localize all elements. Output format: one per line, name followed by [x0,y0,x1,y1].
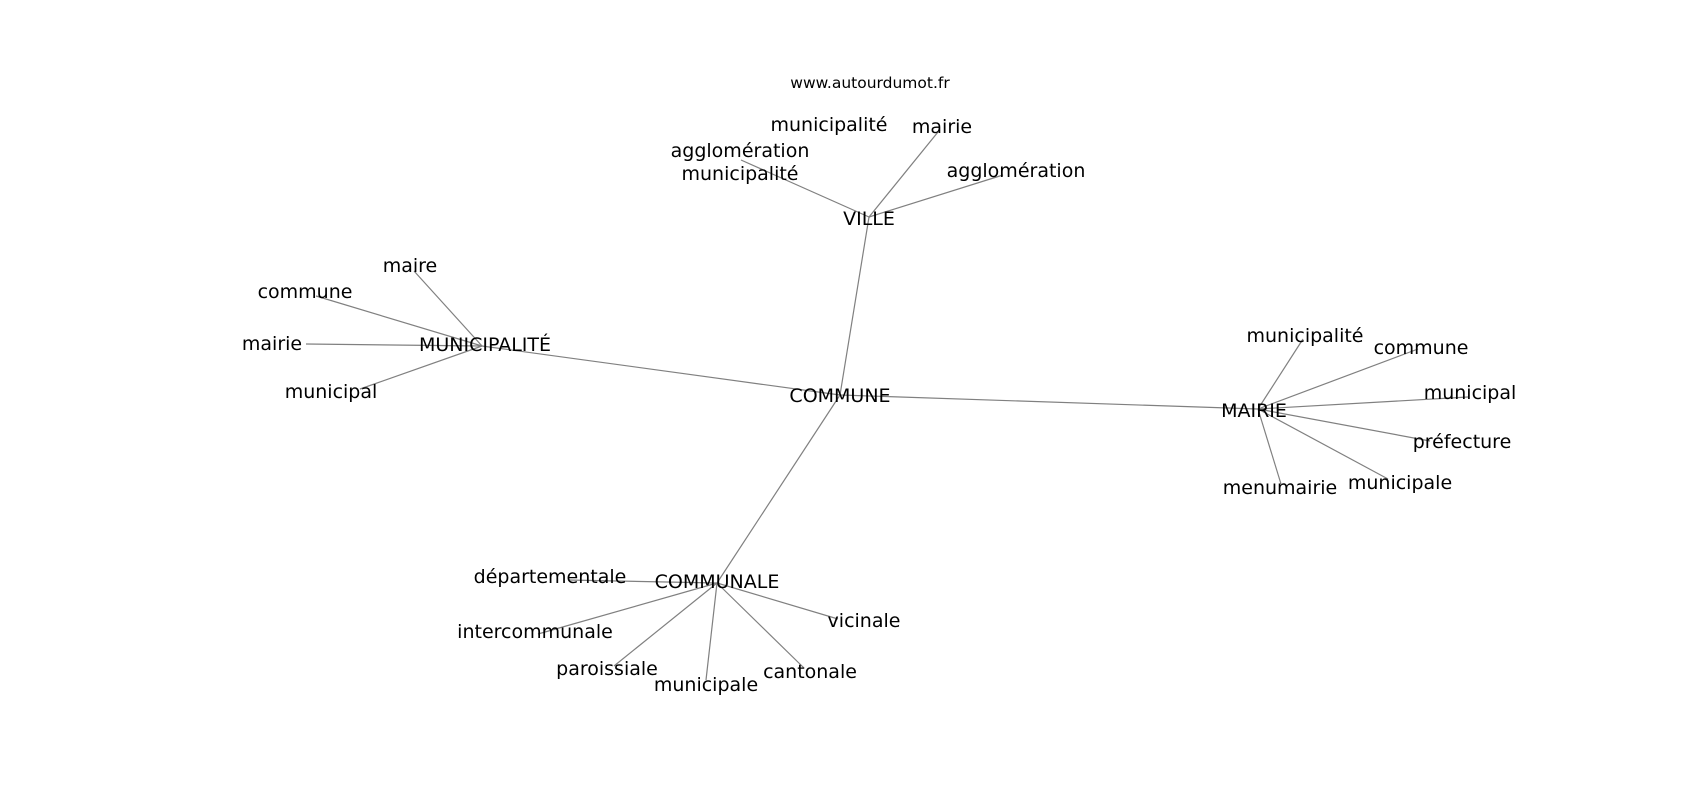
edge-mairie-leaf-4 [1257,408,1389,480]
site-watermark: www.autourdumot.fr [790,74,950,92]
edge-ville-leaf-1 [868,131,939,218]
leaf-label-communale-5: vicinale [828,610,901,632]
edge-mairie-leaf-0 [1257,338,1304,410]
edge-mairie-leaf-1 [1257,348,1419,410]
edge-commune-mairie [839,394,1259,410]
leaf-label-municipalite-0: maire [383,255,438,277]
edge-municipalite-leaf-3 [359,345,483,390]
edge-communale-leaf-2 [613,582,718,667]
graph-labels: COMMUNE VILLE municipalité mairie aggloméra… [242,114,1516,696]
leaf-label-ville-1: mairie [912,116,972,138]
leaf-label-municipalite-1: commune [258,281,353,303]
leaf-label-mairie-0: municipalité [1247,325,1364,347]
edge-municipalite-leaf-0 [413,270,483,347]
leaf-label-communale-0: départementale [474,566,627,588]
leaf-label-municipalite-3: municipal [285,381,378,403]
leaf-label-ville-0: municipalité [771,114,888,136]
edge-communale-leaf-4 [716,582,805,669]
leaf-label-municipalite-2: mairie [242,333,302,355]
edge-communale-leaf-0 [567,579,718,584]
leaf-label-mairie-2: municipal [1424,382,1517,404]
edge-ville-leaf-2 [740,159,870,218]
edge-commune-communale [716,394,841,584]
leaf-label-communale-3: municipale [654,674,758,696]
leaf-label-mairie-4: municipale [1348,472,1452,494]
edge-communale-leaf-5 [716,582,839,620]
edge-communale-leaf-1 [537,582,718,635]
leaf-label-mairie-3: préfecture [1413,431,1512,453]
leaf-label-mairie-1: commune [1374,337,1469,359]
edge-municipalite-leaf-1 [315,295,483,347]
edge-communale-leaf-3 [705,582,718,681]
edge-mairie-leaf-2 [1257,396,1469,410]
center-node-label: COMMUNE [789,385,890,407]
graph-edges [305,131,1469,681]
edge-ville-leaf-3 [868,174,1004,218]
edge-mairie-leaf-5 [1257,408,1282,485]
leaf-label-communale-2: paroissiale [556,658,658,680]
edge-municipalite-leaf-2 [305,343,483,347]
leaf-label-communale-1: intercommunale [457,621,613,643]
edge-commune-ville [839,216,870,396]
hub-label-communale: COMMUNALE [655,571,780,593]
edge-mairie-leaf-3 [1257,408,1431,442]
leaf-label-communale-4: cantonale [763,661,857,683]
hub-label-mairie: MAIRIE [1221,400,1287,422]
edge-commune-municipalite [481,345,841,396]
leaf-label-mairie-5: menumairie [1223,477,1338,499]
hub-label-municipalite: MUNICIPALITÉ [419,333,551,356]
hub-label-ville: VILLE [843,208,895,230]
leaf-label-ville-3: agglomération [947,160,1086,182]
